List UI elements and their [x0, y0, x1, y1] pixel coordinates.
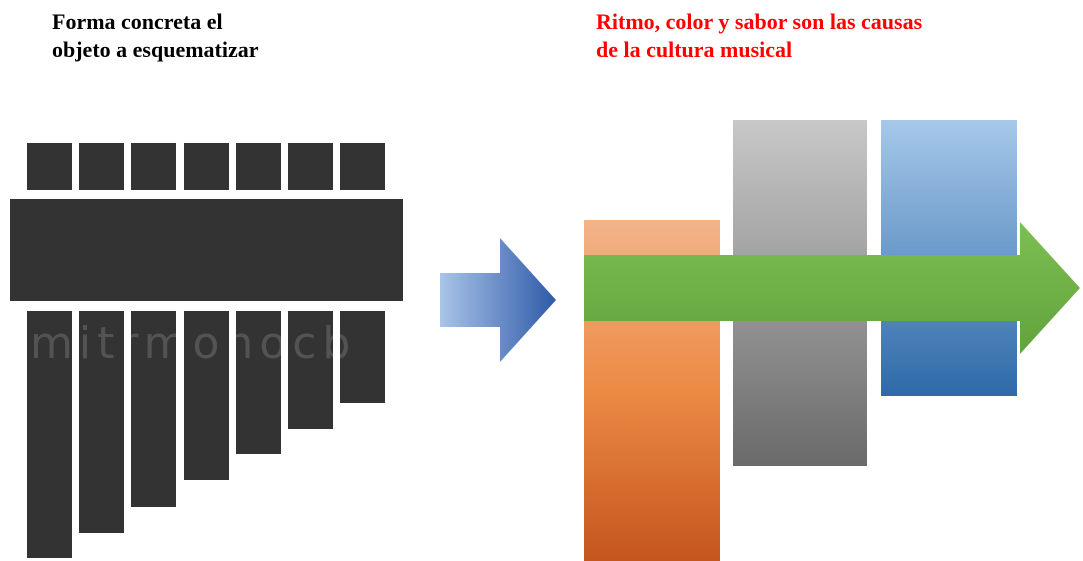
- pan-flute-pipe: [184, 311, 229, 480]
- right-caption-line1: Ritmo, color y sabor son las causas: [596, 9, 923, 34]
- green-arrow: [584, 222, 1080, 354]
- pan-flute-pipe: [131, 311, 176, 507]
- pan-flute-top-stub: [131, 143, 176, 190]
- pan-flute-pipe: [79, 311, 124, 533]
- pan-flute-pipe: [288, 311, 333, 429]
- pan-flute-top-stub: [79, 143, 124, 190]
- pan-flute-band: [10, 199, 403, 301]
- pan-flute-icon: [10, 143, 403, 558]
- pan-flute-top-stub: [27, 143, 72, 190]
- right-arrow-icon: [440, 238, 556, 362]
- left-caption-line1: Forma concreta el: [52, 9, 223, 34]
- left-caption-line2: objeto a esquematizar: [52, 37, 259, 62]
- pan-flute-top-stub: [340, 143, 385, 190]
- bars-with-arrow-icon: [584, 120, 1080, 561]
- right-caption-line2: de la cultura musical: [596, 37, 793, 62]
- right-caption: Ritmo, color y sabor son las causas de l…: [596, 8, 922, 64]
- left-caption: Forma concreta el objeto a esquematizar: [52, 8, 259, 64]
- pan-flute-top-stub: [236, 143, 281, 190]
- pan-flute-pipe: [236, 311, 281, 454]
- pan-flute-pipe: [27, 311, 72, 558]
- pan-flute-pipe: [340, 311, 385, 403]
- pan-flute-top-stub: [288, 143, 333, 190]
- pan-flute-top-stub: [184, 143, 229, 190]
